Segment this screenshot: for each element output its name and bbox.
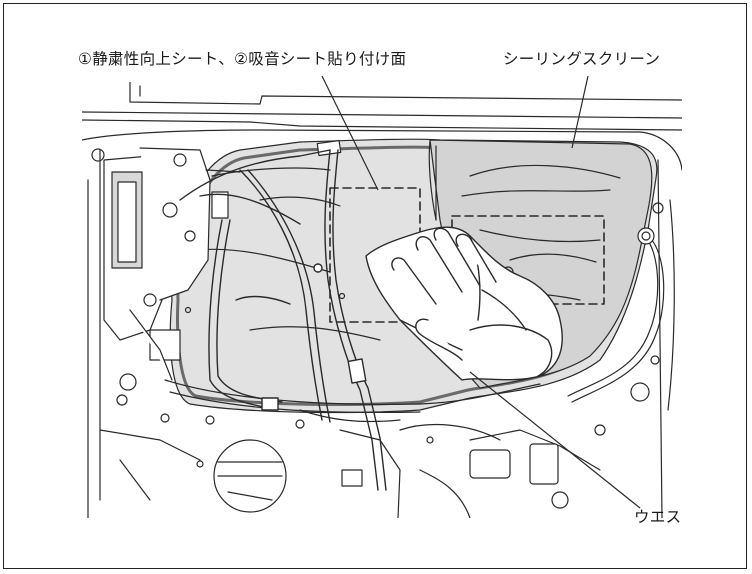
latch-mechanism <box>103 147 241 381</box>
hand-with-cloth <box>365 226 563 381</box>
leader-lines <box>321 75 641 509</box>
callout-sealing-screen: シーリングスクリーン <box>503 50 661 68</box>
cables <box>179 149 387 491</box>
leader-line-sealing-screen <box>571 75 589 149</box>
lower-mechanism <box>99 415 606 518</box>
callout-noise-sheet-area: ①静粛性向上シート、②吸音シート貼り付け面 <box>78 50 407 68</box>
leader-line-waste-cloth <box>469 371 641 509</box>
door-inner-panel <box>82 129 682 518</box>
leader-line-sheet-area <box>321 75 379 191</box>
callout-waste-cloth: ウエス <box>634 508 682 526</box>
window-sash <box>82 82 682 131</box>
right-harness <box>567 227 665 403</box>
